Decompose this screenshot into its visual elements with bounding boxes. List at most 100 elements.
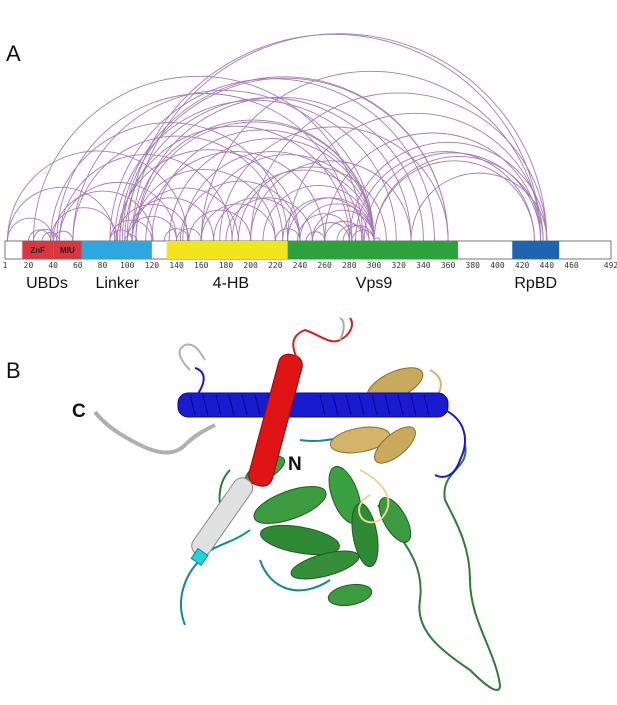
c-terminal-tail-top: [178, 343, 206, 371]
ubd-helix: [248, 317, 353, 487]
tick-label: 240: [293, 261, 308, 270]
crosslink-arc: [200, 203, 276, 242]
sequence-bar: ZnF MIU: [4, 240, 612, 260]
crosslink-arc: [410, 172, 548, 242]
tick-label: 220: [268, 261, 283, 270]
tick-label: 60: [73, 261, 83, 270]
crosslink-arc: [355, 151, 535, 242]
crosslink-arc: [50, 207, 118, 242]
four-helix-bundle: [329, 367, 442, 524]
crosslink-arc: [373, 237, 381, 242]
tick-label: 200: [243, 261, 258, 270]
segment-label: ZnF: [30, 246, 45, 255]
crosslink-arc: [311, 222, 350, 242]
rpbd-loop: [434, 409, 466, 478]
tick-label: 420: [515, 261, 530, 270]
crosslink-arc: [135, 121, 375, 242]
crosslink-arc: [287, 112, 544, 242]
rpbd-loop-top: [194, 367, 205, 399]
tick-label: 440: [540, 261, 555, 270]
tick-label: 400: [490, 261, 505, 270]
tick-label: 360: [441, 261, 456, 270]
crosslink-arc: [231, 169, 375, 242]
tick-label: 492: [604, 261, 617, 270]
c-terminal-helix-cap: [190, 547, 209, 566]
tick-label: 380: [466, 261, 481, 270]
vps9-helix: [290, 550, 360, 580]
c-terminal-tail: [93, 410, 216, 455]
vps9-helix: [351, 502, 379, 568]
tick-label: 40: [48, 261, 58, 270]
crosslink-arc: [262, 185, 375, 242]
tick-label: 260: [317, 261, 332, 270]
crosslink-arc: [250, 160, 412, 242]
crosslink-arc: [131, 33, 548, 242]
domain-labels: UBDs Linker 4-HB Vps9 RpBD: [26, 275, 557, 292]
crosslink-arc: [176, 228, 202, 242]
crosslink-arc: [305, 231, 326, 242]
tick-label: 460: [564, 261, 579, 270]
panel-b-label: B: [6, 358, 21, 383]
crosslink-arc: [324, 220, 365, 242]
crosslink-arc: [225, 197, 313, 242]
segment-rpbd: [512, 241, 560, 259]
crosslink-arc: [58, 182, 178, 242]
domain-label: 4-HB: [213, 275, 249, 292]
tick-label: 80: [98, 261, 108, 270]
tick-label: 340: [416, 261, 431, 270]
protein-structure-cartoon: N C: [72, 317, 502, 691]
crosslink-arc: [168, 138, 375, 242]
rpbd-helix: [177, 367, 466, 478]
crosslink-arc: [348, 141, 548, 242]
vps9-long-loop: [377, 444, 502, 691]
crosslink-arc: [182, 151, 363, 242]
crosslink-arc: [126, 215, 178, 242]
crosslink-arc: [179, 180, 301, 242]
segment-vps9: [287, 241, 458, 259]
crosslink-arcs: [7, 33, 548, 242]
segment-miu: [53, 241, 82, 259]
vps9-helix: [327, 583, 373, 607]
crosslink-arc: [188, 209, 252, 242]
segment-znf: [22, 241, 54, 259]
tick-label: 140: [169, 261, 184, 270]
ubd-loop: [292, 317, 353, 361]
tick-label: 120: [145, 261, 160, 270]
crosslink-arc: [363, 152, 542, 242]
crosslink-arc: [200, 70, 542, 242]
domain-label: Vps9: [356, 275, 393, 292]
4hb-helix: [374, 426, 416, 464]
crosslink-arc: [351, 229, 375, 242]
crosslink-arc: [109, 219, 153, 242]
crosslink-arc: [250, 92, 548, 242]
crosslink-arc: [28, 229, 52, 242]
crosslink-arc: [311, 209, 375, 242]
crosslink-arc: [163, 228, 190, 242]
tick-label: 300: [367, 261, 382, 270]
n-terminal-tail: [339, 317, 345, 341]
c-terminal-region: [93, 317, 345, 566]
n-terminus-label: N: [288, 454, 302, 475]
segment-4-hb: [166, 241, 288, 259]
4hb-loops: [358, 469, 390, 524]
segment-label: MIU: [60, 246, 75, 255]
c-terminus-label: C: [72, 401, 86, 422]
tick-label: 1: [3, 261, 8, 270]
crosslink-arc: [336, 224, 370, 242]
domain-label: RpBD: [514, 275, 557, 292]
vps9-helix: [253, 486, 327, 524]
domain-label: Linker: [96, 275, 140, 292]
crosslink-arc: [297, 213, 353, 242]
crosslink-arc: [135, 96, 424, 242]
tick-label: 20: [24, 261, 34, 270]
segment-linker: [81, 241, 152, 259]
crosslink-arc: [115, 204, 190, 242]
crosslink-arc: [72, 135, 284, 242]
panel-a-label: A: [6, 41, 21, 66]
vps9-helix: [260, 524, 340, 556]
crosslink-arc: [109, 229, 133, 242]
domain-label: UBDs: [26, 275, 68, 292]
crosslink-arc: [7, 150, 189, 242]
crosslink-arc: [32, 228, 58, 242]
